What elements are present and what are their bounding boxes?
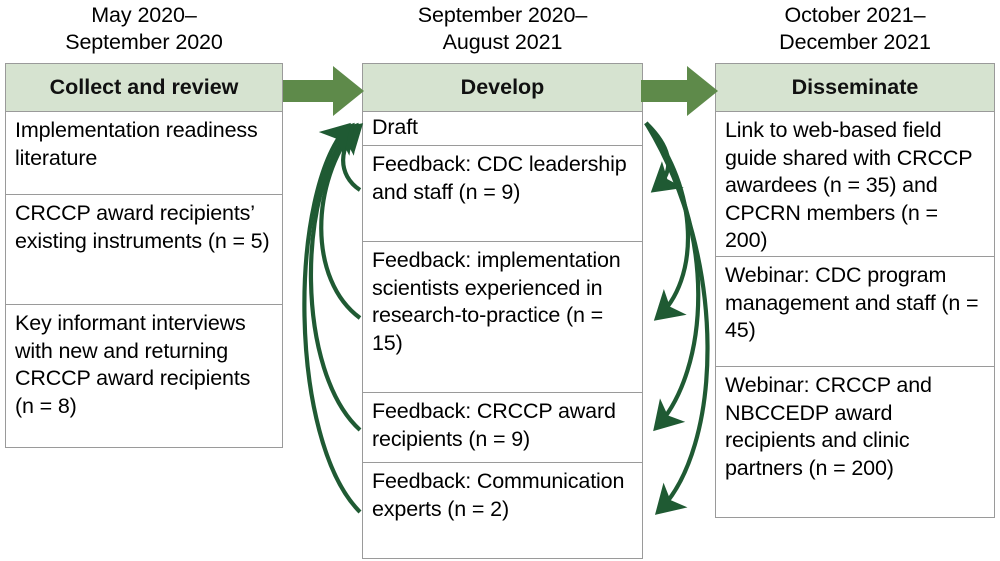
item-text: Implementation readiness literature xyxy=(15,118,258,170)
period-line-1: October 2021– xyxy=(784,3,926,27)
phase-header-collect: Collect and review xyxy=(6,64,282,112)
column-collect-and-review: Collect and review Implementation readin… xyxy=(5,63,283,448)
list-item: Webinar: CRCCP and NBCCEDP award recipie… xyxy=(716,366,994,517)
period-line-1: September 2020– xyxy=(417,3,588,27)
loop-comm-experts-to-draft xyxy=(302,122,362,514)
item-text: Link to web-based field guide shared wit… xyxy=(725,118,973,252)
item-text: Feedback: Communication experts (n = 2) xyxy=(372,469,625,521)
phase-header-disseminate: Disseminate xyxy=(716,64,994,112)
develop-to-disseminate-arrow xyxy=(641,66,718,116)
list-item: Implementation readiness literature xyxy=(6,112,282,194)
list-item: Webinar: CDC program management and staf… xyxy=(716,256,994,366)
item-text: CRCCP award recipients’ existing instrum… xyxy=(15,201,270,253)
column-develop: Develop Draft Feedback: CDC leadership a… xyxy=(362,63,643,559)
column-disseminate: Disseminate Link to web-based field guid… xyxy=(715,63,995,518)
item-text: Feedback: implementation scientists expe… xyxy=(372,248,621,355)
period-line-1: May 2020– xyxy=(91,3,197,27)
period-line-2: September 2020 xyxy=(65,30,223,54)
period-line-2: August 2021 xyxy=(442,30,563,54)
item-text: Webinar: CRCCP and NBCCEDP award recipie… xyxy=(725,373,932,480)
phase-header-label: Collect and review xyxy=(49,75,239,99)
period-label-collect: May 2020– September 2020 xyxy=(5,2,283,56)
list-item: Draft xyxy=(363,112,642,145)
loop-crccp-recipients-to-draft xyxy=(308,122,362,432)
list-item: Feedback: CRCCP award recipients (n = 9) xyxy=(363,392,642,462)
loop-draft-to-impl-scientists xyxy=(644,121,690,321)
loop-draft-to-crccp-recipients xyxy=(644,121,701,432)
loop-draft-to-cdc-feedback xyxy=(644,121,684,193)
loop-cdc-feedback-to-draft xyxy=(330,123,364,192)
phase-header-develop: Develop xyxy=(363,64,642,112)
collect-to-develop-arrow xyxy=(283,66,364,116)
period-label-develop: September 2020– August 2021 xyxy=(362,2,643,56)
loop-impl-scientists-to-draft xyxy=(319,122,362,320)
list-item: CRCCP award recipients’ existing instrum… xyxy=(6,194,282,304)
list-item: Feedback: implementation scientists expe… xyxy=(363,241,642,392)
item-text: Feedback: CRCCP award recipients (n = 9) xyxy=(372,399,616,451)
list-item: Link to web-based field guide shared wit… xyxy=(716,112,994,256)
phase-header-label: Disseminate xyxy=(791,75,919,99)
list-item: Key informant interviews with new and re… xyxy=(6,304,282,447)
period-label-disseminate: October 2021– December 2021 xyxy=(715,2,995,56)
item-text: Feedback: CDC leadership and staff (n = … xyxy=(372,152,627,204)
period-line-2: December 2021 xyxy=(779,30,931,54)
list-item: Feedback: Communication experts (n = 2) xyxy=(363,462,642,558)
phase-header-label: Develop xyxy=(460,75,545,99)
item-text: Draft xyxy=(372,115,418,139)
item-text: Key informant interviews with new and re… xyxy=(15,311,251,418)
list-item: Feedback: CDC leadership and staff (n = … xyxy=(363,145,642,241)
loop-draft-to-comm-experts xyxy=(644,121,710,515)
item-text: Webinar: CDC program management and staf… xyxy=(725,263,979,342)
